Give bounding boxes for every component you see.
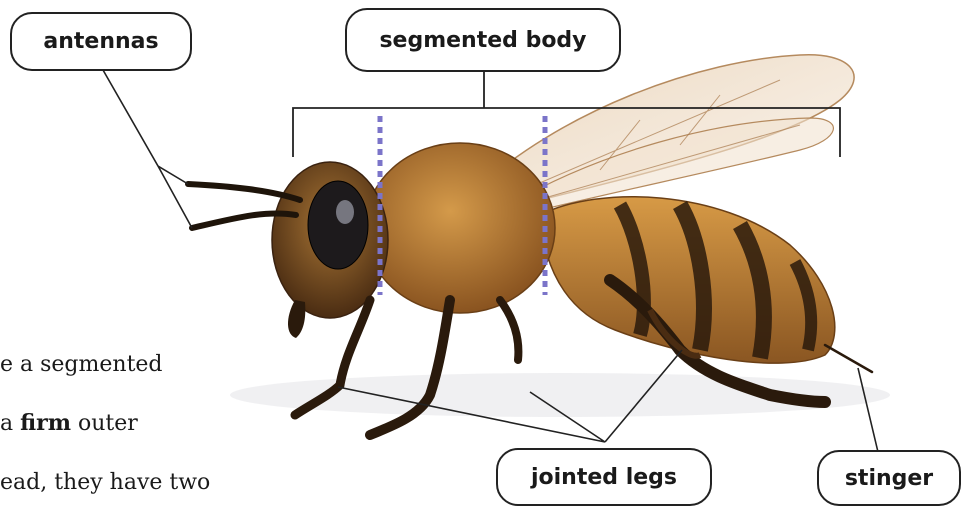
label-jointed-legs: jointed legs [496, 448, 712, 506]
antenna [188, 184, 300, 200]
stinger-tip [825, 345, 872, 372]
label-stinger: stinger [817, 450, 961, 506]
eye-highlight [336, 200, 354, 224]
body-text-line-3: ead, they have two [0, 470, 300, 495]
body-text-line-2: a firm outer [0, 410, 230, 436]
compound-eye [308, 181, 368, 269]
thorax [365, 143, 555, 313]
body-text-bold-firm: firm [20, 410, 71, 436]
body-text-line-1-text: e a segmented [0, 352, 163, 377]
body-text-line-2-post: outer [71, 411, 138, 436]
body-text-line-3-text: ead, they have two [0, 470, 210, 495]
mandible [288, 300, 305, 338]
label-segmented-body: segmented body [345, 8, 621, 72]
leader-line-antennas [103, 70, 192, 228]
label-antennas: antennas [10, 12, 192, 71]
body-text-line-2-pre: a [0, 411, 20, 436]
leader-line-stinger [858, 368, 878, 452]
leg [500, 300, 518, 360]
body-text-line-1: e a segmented [0, 352, 230, 377]
